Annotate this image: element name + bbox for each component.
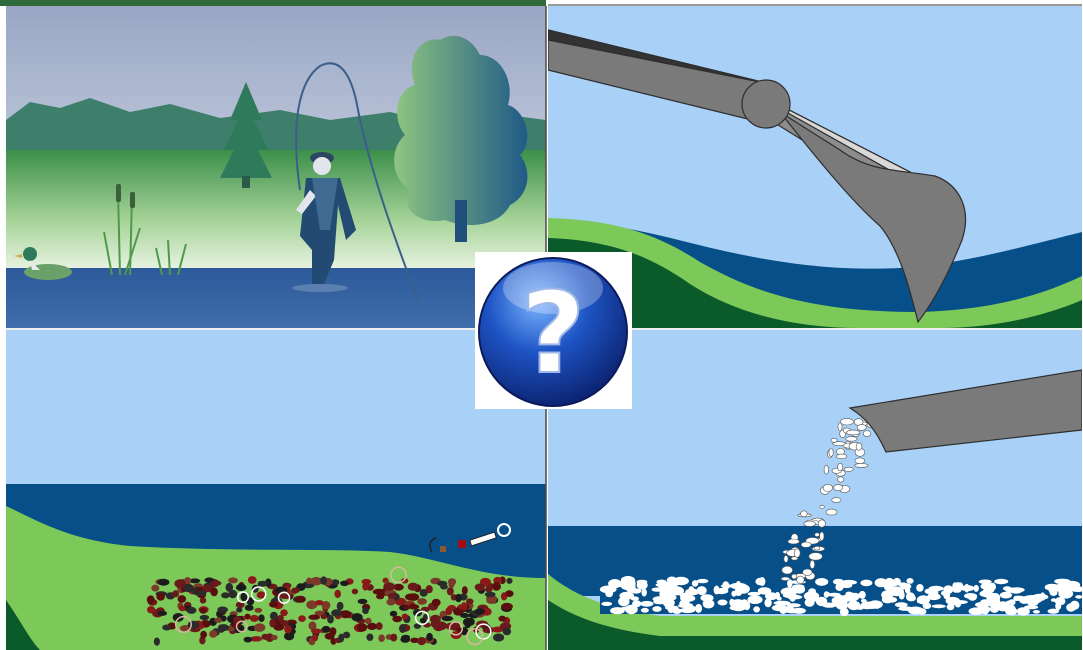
fishing-rod-line bbox=[295, 62, 419, 301]
fishing-scene-panel bbox=[6, 6, 546, 328]
rock-layer-icon bbox=[599, 575, 1082, 617]
excavator-arm-icon bbox=[548, 29, 967, 324]
rock-placement-panel bbox=[548, 330, 1082, 650]
fisherman-icon bbox=[292, 152, 356, 292]
duck-icon bbox=[14, 247, 72, 280]
top-border bbox=[0, 0, 546, 6]
contaminated-debris-icon bbox=[146, 566, 514, 646]
pine-tree-icon bbox=[220, 82, 272, 188]
badge-circle-icon bbox=[478, 257, 628, 407]
litter-icon bbox=[429, 523, 511, 553]
deciduous-tree-icon bbox=[394, 35, 528, 242]
contaminated-sediment-panel bbox=[6, 330, 546, 650]
reeds-icon bbox=[103, 189, 187, 276]
chute-icon bbox=[848, 369, 1082, 453]
question-badge: ? bbox=[475, 252, 632, 409]
question-mark-icon: ? bbox=[521, 269, 586, 399]
